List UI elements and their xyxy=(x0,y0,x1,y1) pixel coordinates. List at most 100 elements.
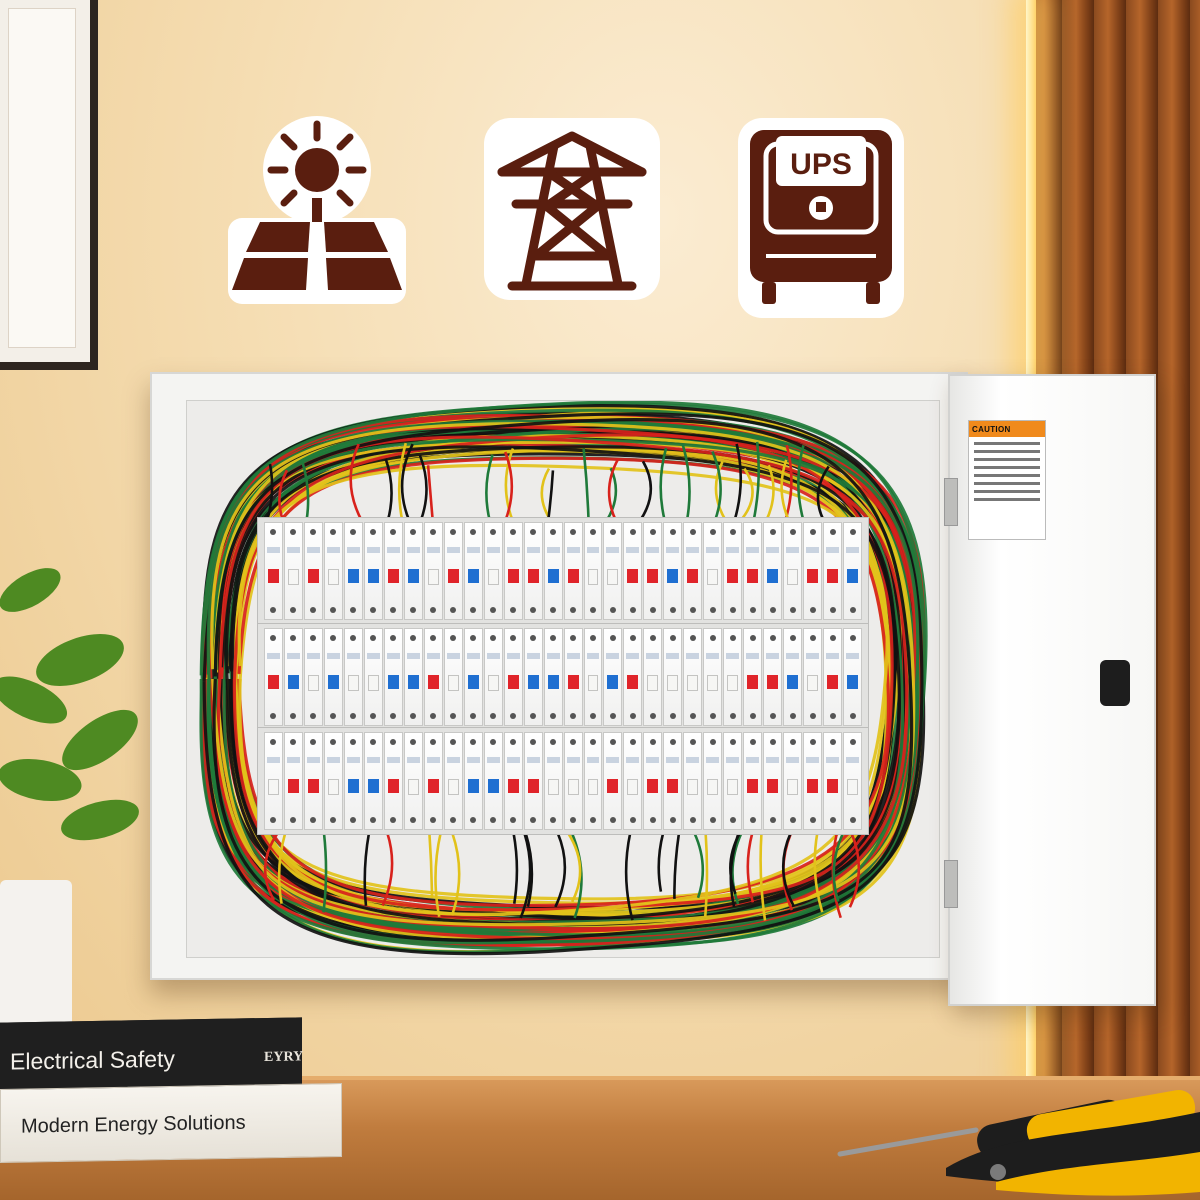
wire xyxy=(349,443,364,522)
circuit-breaker[interactable] xyxy=(803,732,823,830)
circuit-breaker[interactable] xyxy=(363,522,383,620)
circuit-breaker[interactable] xyxy=(323,732,343,830)
circuit-breaker[interactable] xyxy=(323,522,343,620)
circuit-breaker[interactable] xyxy=(743,732,763,830)
circuit-breaker[interactable] xyxy=(323,628,343,726)
circuit-breaker[interactable] xyxy=(403,628,423,726)
circuit-breaker[interactable] xyxy=(603,522,623,620)
circuit-breaker[interactable] xyxy=(343,522,363,620)
circuit-breaker[interactable] xyxy=(483,628,503,726)
circuit-breaker[interactable] xyxy=(623,522,643,620)
circuit-breaker[interactable] xyxy=(623,732,643,830)
circuit-breaker[interactable] xyxy=(423,628,443,726)
circuit-breaker[interactable] xyxy=(643,628,663,726)
circuit-breaker[interactable] xyxy=(283,628,303,726)
circuit-breaker[interactable] xyxy=(663,732,683,830)
circuit-breaker[interactable] xyxy=(343,628,363,726)
circuit-breaker[interactable] xyxy=(783,522,803,620)
panel-door[interactable]: CAUTION xyxy=(944,374,1156,1006)
circuit-breaker[interactable] xyxy=(383,732,403,830)
circuit-breaker[interactable] xyxy=(523,522,543,620)
circuit-breaker[interactable] xyxy=(303,522,323,620)
circuit-breaker[interactable] xyxy=(843,732,863,830)
circuit-breaker[interactable] xyxy=(303,732,323,830)
circuit-breaker[interactable] xyxy=(383,628,403,726)
door-latch[interactable] xyxy=(1100,660,1130,706)
circuit-breaker[interactable] xyxy=(443,628,463,726)
circuit-breaker[interactable] xyxy=(283,522,303,620)
circuit-breaker[interactable] xyxy=(783,628,803,726)
circuit-breaker[interactable] xyxy=(583,732,603,830)
circuit-breaker[interactable] xyxy=(683,732,703,830)
circuit-breaker[interactable] xyxy=(483,732,503,830)
circuit-breaker[interactable] xyxy=(303,628,323,726)
wire xyxy=(729,832,741,895)
circuit-breaker[interactable] xyxy=(623,628,643,726)
circuit-breaker[interactable] xyxy=(363,732,383,830)
circuit-breaker[interactable] xyxy=(683,522,703,620)
circuit-breaker[interactable] xyxy=(403,732,423,830)
circuit-breaker[interactable] xyxy=(563,628,583,726)
circuit-breaker[interactable] xyxy=(423,522,443,620)
circuit-breaker[interactable] xyxy=(763,628,783,726)
circuit-breaker[interactable] xyxy=(563,522,583,620)
circuit-breaker[interactable] xyxy=(843,628,863,726)
circuit-breaker[interactable] xyxy=(803,628,823,726)
circuit-breaker[interactable] xyxy=(723,522,743,620)
circuit-breaker[interactable] xyxy=(343,732,363,830)
circuit-breaker[interactable] xyxy=(663,522,683,620)
circuit-breaker[interactable] xyxy=(563,732,583,830)
circuit-breaker[interactable] xyxy=(723,628,743,726)
circuit-breaker[interactable] xyxy=(603,628,623,726)
circuit-breaker[interactable] xyxy=(743,628,763,726)
circuit-breaker[interactable] xyxy=(403,522,423,620)
circuit-breaker[interactable] xyxy=(703,628,723,726)
circuit-breaker[interactable] xyxy=(603,732,623,830)
circuit-breaker[interactable] xyxy=(423,732,443,830)
circuit-breaker[interactable] xyxy=(823,522,843,620)
wire xyxy=(567,832,582,903)
circuit-breaker[interactable] xyxy=(503,522,523,620)
circuit-breaker[interactable] xyxy=(643,732,663,830)
circuit-breaker[interactable] xyxy=(363,628,383,726)
wire xyxy=(546,470,555,522)
circuit-breaker[interactable] xyxy=(663,628,683,726)
circuit-breaker[interactable] xyxy=(743,522,763,620)
circuit-breaker[interactable] xyxy=(763,522,783,620)
circuit-breaker[interactable] xyxy=(383,522,403,620)
wire xyxy=(400,443,414,522)
circuit-breaker[interactable] xyxy=(843,522,863,620)
circuit-breaker[interactable] xyxy=(583,628,603,726)
circuit-breaker[interactable] xyxy=(683,628,703,726)
circuit-breaker[interactable] xyxy=(463,732,483,830)
circuit-breaker[interactable] xyxy=(703,732,723,830)
circuit-breaker[interactable] xyxy=(523,732,543,830)
circuit-breaker[interactable] xyxy=(443,732,463,830)
circuit-breaker[interactable] xyxy=(763,732,783,830)
transmission-tower-sign xyxy=(484,118,660,300)
circuit-breaker[interactable] xyxy=(443,522,463,620)
circuit-breaker[interactable] xyxy=(264,522,283,620)
circuit-breaker[interactable] xyxy=(463,628,483,726)
wire xyxy=(711,450,722,522)
circuit-breaker[interactable] xyxy=(463,522,483,620)
circuit-breaker[interactable] xyxy=(264,732,283,830)
circuit-breaker[interactable] xyxy=(803,522,823,620)
circuit-breaker[interactable] xyxy=(503,628,523,726)
circuit-breaker[interactable] xyxy=(823,628,843,726)
circuit-breaker[interactable] xyxy=(283,732,303,830)
circuit-breaker[interactable] xyxy=(523,628,543,726)
circuit-breaker[interactable] xyxy=(543,732,563,830)
circuit-breaker[interactable] xyxy=(503,732,523,830)
circuit-breaker[interactable] xyxy=(583,522,603,620)
circuit-breaker[interactable] xyxy=(264,628,283,726)
circuit-breaker[interactable] xyxy=(823,732,843,830)
circuit-breaker[interactable] xyxy=(643,522,663,620)
circuit-breaker[interactable] xyxy=(543,628,563,726)
circuit-breaker[interactable] xyxy=(543,522,563,620)
circuit-breaker[interactable] xyxy=(783,732,803,830)
circuit-breaker[interactable] xyxy=(483,522,503,620)
wire xyxy=(693,832,705,899)
circuit-breaker[interactable] xyxy=(703,522,723,620)
circuit-breaker[interactable] xyxy=(723,732,743,830)
